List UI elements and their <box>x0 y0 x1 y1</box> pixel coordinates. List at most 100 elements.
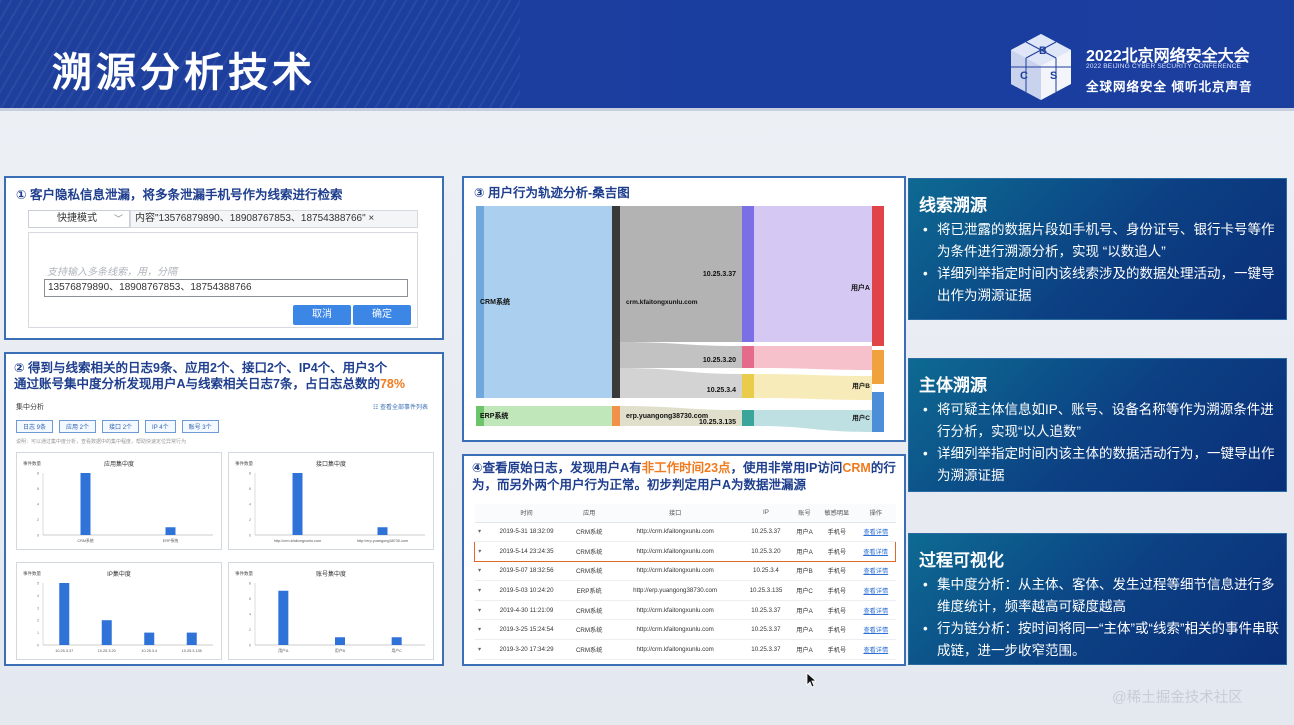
expand-row-icon[interactable]: ▾ <box>474 541 485 562</box>
table-cell: 10.25.3.4 <box>740 561 792 582</box>
card-item: 详细列举指定时间内该线索涉及的数据处理活动，一键导出作为溯源证据 <box>921 263 1281 307</box>
expand-row-icon[interactable]: ▾ <box>474 522 485 543</box>
bar <box>278 590 289 645</box>
search-mode-select[interactable]: 快捷模式﹀ <box>28 210 130 228</box>
card-item: 详细列举指定时间内该主体的数据活动行为，一键导出作为溯源证据 <box>921 443 1281 487</box>
stat-tag[interactable]: 接口 2个 <box>102 420 140 433</box>
card-item: 将可疑主体信息如IP、账号、设备名称等作为溯源条件进行分析，实现“以人追数” <box>921 399 1281 443</box>
column-header: 接口 <box>609 504 741 523</box>
table-cell: 用户A <box>791 619 818 641</box>
card-item: 将已泄露的数据片段如手机号、身份证号、银行卡号等作为条件进行溯源分析，实现 “以… <box>921 219 1281 263</box>
view-details-link[interactable]: 查看详情 <box>856 639 896 660</box>
table-cell: 用户A <box>791 522 818 543</box>
y-tick-label: 5 <box>37 582 39 586</box>
y-tick-label: 2 <box>37 619 39 623</box>
panel-clue-search: ① 客户隐私信息泄漏，将多条泄漏手机号作为线索进行检索 快捷模式﹀ 内容"135… <box>4 176 444 340</box>
expand-column-header <box>474 504 485 523</box>
search-condition-tag[interactable]: 内容"13576879890、18908767853、18754388766" … <box>130 210 418 228</box>
view-details-link[interactable]: 查看详情 <box>856 561 896 582</box>
card-process-visualization: 过程可视化 集中度分析：从主体、客体、发生过程等细节信息进行多维度统计，频率越高… <box>908 533 1287 665</box>
header-decoration <box>0 0 520 108</box>
sankey-link <box>754 410 872 432</box>
view-details-link[interactable]: 查看详情 <box>856 541 897 562</box>
svg-text:B: B <box>1039 45 1047 57</box>
x-tick-label: 用户C <box>391 648 402 653</box>
table-cell: 手机号 <box>817 580 857 601</box>
x-tick-label: 用户B <box>335 648 346 653</box>
sankey-node <box>742 410 754 426</box>
expand-row-icon[interactable]: ▾ <box>474 580 485 601</box>
x-tick-label: ERP系统 <box>163 538 179 543</box>
expand-row-icon[interactable]: ▾ <box>474 561 485 582</box>
clue-input-hint: 支持输入多条线索，用，分隔 <box>47 267 177 278</box>
y-tick-label: 8 <box>249 582 251 586</box>
panel1-title: ① 客户隐私信息泄漏，将多条泄漏手机号作为线索进行检索 <box>16 188 343 202</box>
table-cell: http://crm.kfaitongxunlu.com <box>609 561 741 582</box>
cancel-button[interactable]: 取消 <box>293 305 351 325</box>
sankey-node <box>872 350 884 384</box>
stat-tag[interactable]: 日志 9条 <box>16 420 54 433</box>
expand-row-icon[interactable]: ▾ <box>474 619 485 641</box>
conference-slogan: 全球网络安全 倾听北京声音 <box>1086 80 1253 94</box>
stat-tag[interactable]: 账号 3个 <box>181 420 219 433</box>
card-item: 集中度分析：从主体、客体、发生过程等细节信息进行多维度统计，频率越高可疑度越高 <box>921 574 1281 618</box>
clue-input-field[interactable]: 13576879890、18908767853、18754388766 <box>44 279 408 297</box>
y-tick-label: 8 <box>249 472 251 476</box>
mini-chart-ylabel: 事件数量 <box>235 571 253 576</box>
x-tick-label: http://erp.yuangong38730.com <box>357 539 409 543</box>
confirm-button[interactable]: 确定 <box>353 305 411 325</box>
svg-text:S: S <box>1050 70 1057 82</box>
table-cell: http://erp.yuangong38730.com <box>609 580 741 601</box>
x-tick-label: 10.25.3.20 <box>98 649 116 653</box>
view-all-events-link[interactable]: ☷ 查看全部事件列表 <box>373 402 428 411</box>
sankey-node <box>612 406 620 426</box>
y-tick-label: 4 <box>37 594 39 598</box>
sankey-node <box>872 392 884 432</box>
table-cell: 10.25.3.37 <box>740 522 792 543</box>
expand-row-icon[interactable]: ▾ <box>474 639 485 660</box>
stat-tag[interactable]: 应用 2个 <box>59 420 97 433</box>
list-icon: ☷ <box>372 405 380 411</box>
sankey-node <box>872 206 884 346</box>
table-cell: CRM系统 <box>568 522 610 543</box>
y-tick-label: 4 <box>249 613 251 617</box>
column-header: 应用 <box>568 504 610 523</box>
sankey-label: 10.25.3.37 <box>703 271 736 278</box>
table-cell: http://crm.kfaitongxunlu.com <box>609 639 741 660</box>
conference-title: 2022北京网络安全大会 <box>1086 48 1250 65</box>
mouse-cursor-icon <box>806 672 816 688</box>
stat-tag[interactable]: IP 4个 <box>145 420 176 433</box>
panel4-title-part: 非工作时间23点 <box>641 461 731 475</box>
clue-input-dialog: 支持输入多条线索，用，分隔 13576879890、18908767853、18… <box>28 232 418 328</box>
panel-raw-logs: ④查看原始日志，发现用户A有非工作时间23点，使用非常用IP访问CRM的行为，而… <box>462 454 906 666</box>
panel2-title-text: 通过账号集中度分析发现用户A与线索相关日志7条，占日志总数的 <box>14 377 380 391</box>
table-cell: 10.25.3.37 <box>740 600 792 621</box>
view-details-link[interactable]: 查看详情 <box>856 522 896 543</box>
table-cell: 2019-5-31 18:32:09 <box>484 522 569 543</box>
stat-tags: 日志 9条应用 2个接口 2个 IP 4个账号 3个 <box>16 420 219 433</box>
view-details-link[interactable]: 查看详情 <box>856 580 896 601</box>
column-header: IP <box>740 504 792 523</box>
panel4-title-part: CRM <box>842 461 871 475</box>
table-cell: 10.25.3.37 <box>740 639 792 660</box>
sankey-label: erp.yuangong38730.com <box>626 413 708 420</box>
table-cell: 2019-5-07 18:32:56 <box>484 561 569 582</box>
view-details-link[interactable]: 查看详情 <box>856 619 896 641</box>
mini-chart-ylabel: 事件数量 <box>23 461 41 466</box>
sankey-label: 10.25.3.135 <box>699 419 736 426</box>
view-details-link[interactable]: 查看详情 <box>856 600 896 621</box>
table-cell: http://crm.kfaitongxunlu.com <box>609 600 741 621</box>
y-tick-label: 6 <box>249 597 251 601</box>
y-tick-label: 4 <box>249 503 251 507</box>
bar <box>377 527 388 535</box>
table-cell: 2019-4-30 11:21:09 <box>484 600 569 621</box>
table-cell: 用户C <box>791 580 818 601</box>
expand-row-icon[interactable]: ▾ <box>474 600 485 621</box>
